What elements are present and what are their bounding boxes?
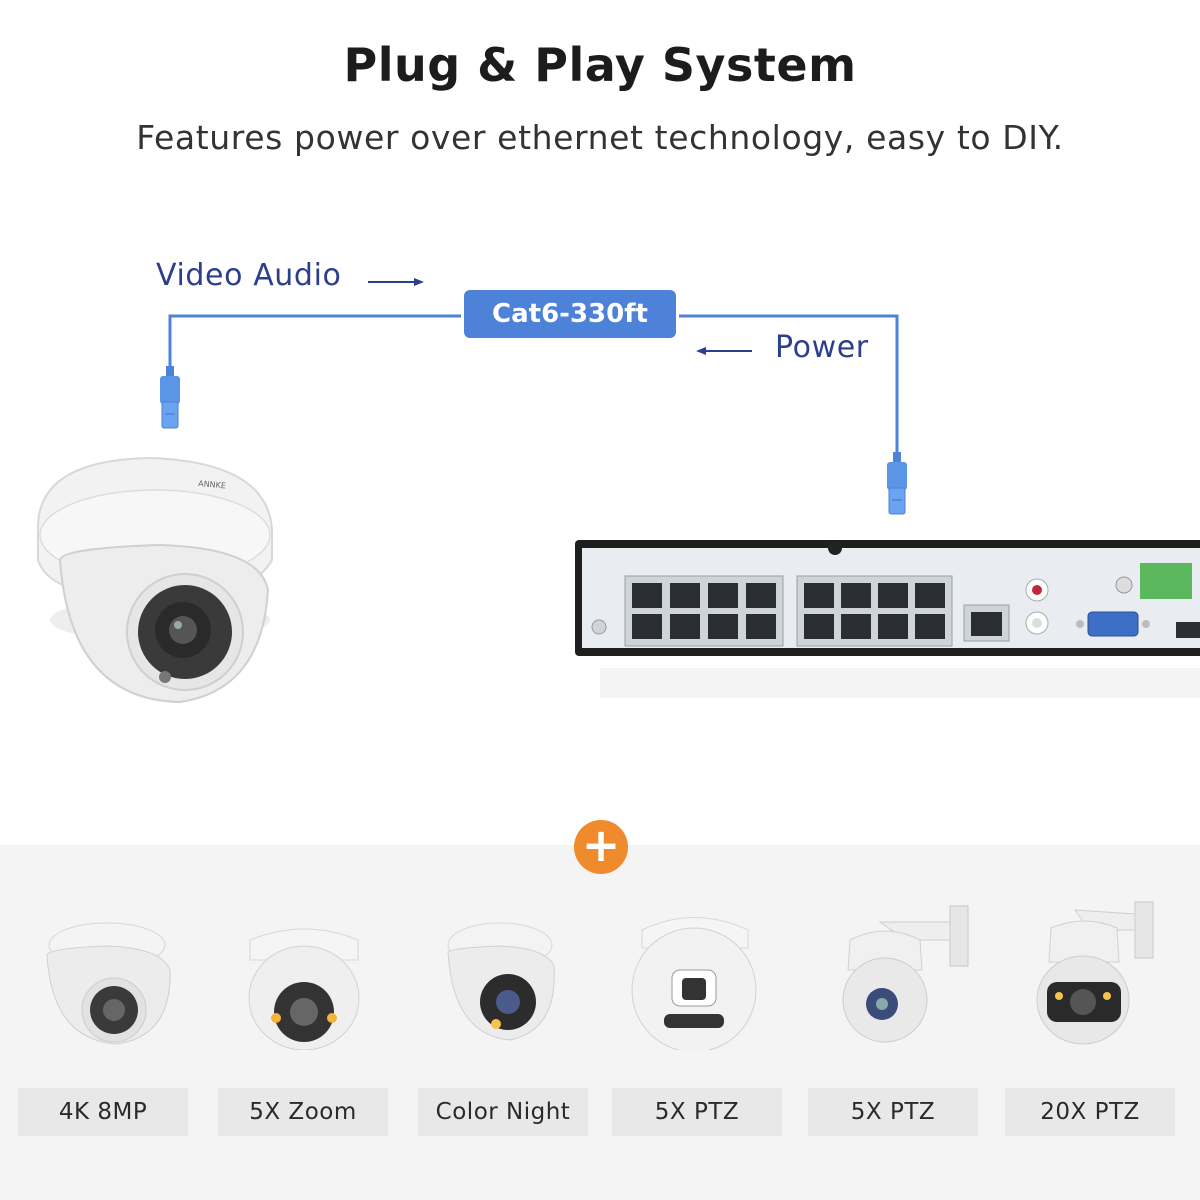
camera-label-color-night: Color Night — [418, 1088, 588, 1136]
rj45-connector-right — [887, 452, 907, 515]
dome-camera-image: ANNKE — [37, 456, 273, 704]
rj45-connector-left — [160, 366, 180, 429]
camera-label-4k-8mp: 4K 8MP — [18, 1088, 188, 1136]
connection-diagram: ANNKE — [37, 278, 1200, 704]
cable-spec-badge: Cat6-330ft — [464, 290, 676, 338]
camera-label-5x-ptz-1: 5X PTZ — [612, 1088, 782, 1136]
page-title: Plug & Play System — [343, 38, 857, 92]
compatible-cameras-panel — [0, 845, 1200, 1200]
camera-thumb-5x-zoom — [220, 900, 395, 1051]
power-direction-arrow — [696, 347, 752, 355]
camera-label-5x-ptz-2: 5X PTZ — [808, 1088, 978, 1136]
camera-label-20x-ptz: 20X PTZ — [1005, 1088, 1175, 1136]
page-subtitle: Features power over ethernet technology,… — [136, 118, 1064, 157]
camera-thumb-5x-ptz-turret — [612, 900, 787, 1053]
camera-thumb-5x-ptz-dome — [810, 900, 985, 1050]
nvr-recorder-image — [575, 540, 1200, 698]
camera-label-5x-zoom: 5X Zoom — [218, 1088, 388, 1136]
camera-thumb-20x-ptz — [1005, 900, 1180, 1050]
data-direction-arrow — [368, 278, 424, 286]
video-audio-label: Video Audio — [156, 258, 342, 293]
ethernet-cable — [168, 314, 899, 460]
camera-brand-mark: ANNKE — [198, 479, 226, 490]
plus-icon: + — [574, 820, 628, 874]
power-label: Power — [775, 330, 869, 365]
camera-thumb-color-night — [418, 900, 593, 1050]
camera-thumb-4k-8mp — [22, 900, 197, 1050]
